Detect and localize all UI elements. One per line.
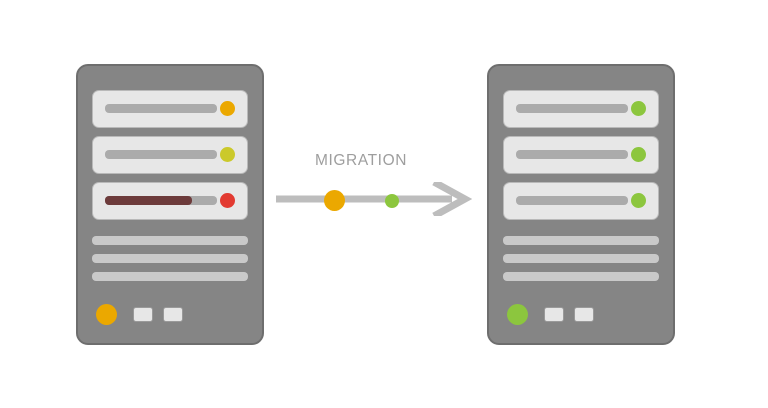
source-bay-3-progress-track	[105, 196, 217, 205]
source-vent-1	[92, 236, 248, 245]
target-vent-1	[503, 236, 659, 245]
target-bay-1-bar	[516, 104, 628, 113]
target-vent-2	[503, 254, 659, 263]
source-panel-button-2	[163, 307, 183, 322]
target-power-led	[507, 304, 528, 325]
source-bay-3-status-led	[220, 193, 235, 208]
target-drive-bay-2	[503, 136, 659, 174]
migration-connector: MIGRATION	[276, 152, 472, 216]
source-vent-2	[92, 254, 248, 263]
source-bay-1-bar	[105, 104, 217, 113]
target-bay-2-status-led	[631, 147, 646, 162]
target-bay-3-status-led	[631, 193, 646, 208]
source-vent-3	[92, 272, 248, 281]
target-vent-3	[503, 272, 659, 281]
target-panel-button-1	[544, 307, 564, 322]
source-bay-2-status-led	[220, 147, 235, 162]
source-drive-bay-3	[92, 182, 248, 220]
source-server	[76, 64, 264, 345]
target-bay-1-status-led	[631, 101, 646, 116]
target-bay-3-bar	[516, 196, 628, 205]
source-power-led	[96, 304, 117, 325]
target-panel-button-2	[574, 307, 594, 322]
source-bay-1-status-led	[220, 101, 235, 116]
source-bay-3-progress-fill	[105, 196, 193, 205]
target-server	[487, 64, 675, 345]
target-bay-2-bar	[516, 150, 628, 159]
source-drive-bay-1	[92, 90, 248, 128]
target-drive-bay-1	[503, 90, 659, 128]
flow-dot-target	[385, 194, 399, 208]
target-drive-bay-3	[503, 182, 659, 220]
migration-arrow-icon	[276, 182, 472, 216]
migration-label: MIGRATION	[314, 152, 408, 169]
source-drive-bay-2	[92, 136, 248, 174]
flow-dot-source	[324, 190, 345, 211]
source-bay-2-bar	[105, 150, 217, 159]
source-panel-button-1	[133, 307, 153, 322]
